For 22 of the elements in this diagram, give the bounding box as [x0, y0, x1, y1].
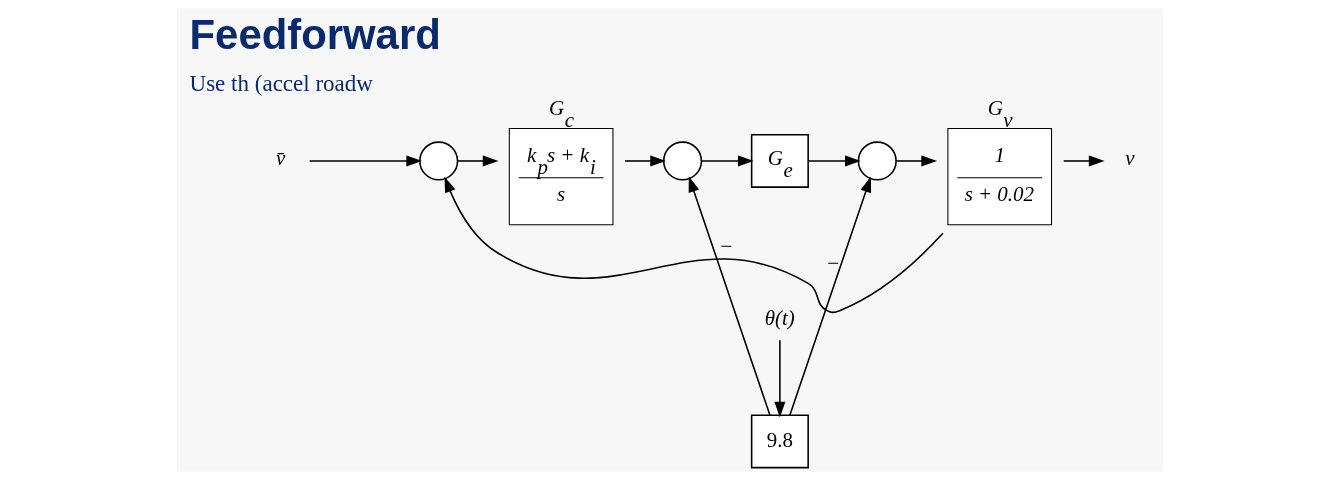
node-circle [857, 141, 897, 181]
node-circle [419, 141, 459, 181]
edge-label: − [827, 250, 840, 275]
arrow [624, 155, 666, 167]
node-text: v [1125, 146, 1135, 171]
arrow [1062, 155, 1105, 167]
arrow [308, 155, 423, 167]
edge-label: − [720, 234, 733, 259]
arrow [807, 155, 861, 167]
arrow [895, 155, 938, 167]
node-box: 9.8 [750, 414, 809, 469]
node-circle [662, 141, 703, 181]
arrow [457, 155, 499, 167]
node-text: v̄ [275, 146, 286, 171]
node-text: θ(t) [764, 306, 795, 331]
arrow [444, 176, 944, 314]
arrow [774, 339, 786, 418]
arrow [789, 176, 872, 416]
arrow [700, 155, 754, 167]
diagram-title: Feedforward [189, 10, 441, 58]
arrow [688, 176, 771, 417]
label: Use th (accel roadw [189, 70, 373, 97]
